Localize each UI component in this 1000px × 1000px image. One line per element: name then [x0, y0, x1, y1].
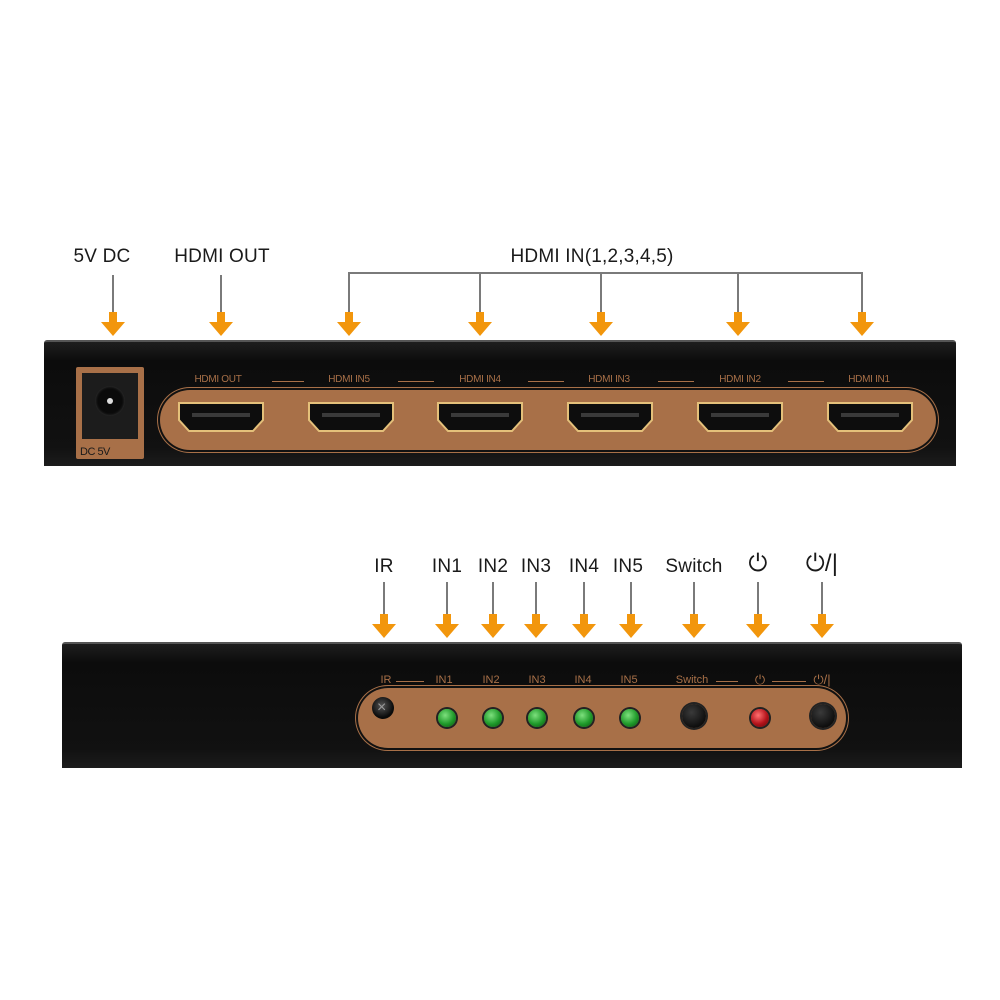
callout-in4: IN4	[568, 556, 600, 577]
strip-label-ir: IR	[380, 674, 392, 686]
leader-line	[583, 582, 585, 618]
led-in2	[484, 709, 502, 727]
strip-label-switch: Switch	[675, 674, 709, 686]
hdmi-port-icon	[178, 402, 264, 432]
arrow-down-icon	[481, 614, 505, 638]
arrow-down-icon	[726, 312, 750, 336]
arrow-down-icon	[619, 614, 643, 638]
hdmi-in1-port[interactable]	[825, 400, 915, 434]
arrow-down-icon	[746, 614, 770, 638]
leader-line	[693, 582, 695, 618]
arrow-down-icon	[372, 614, 396, 638]
hdmi-port-icon	[697, 402, 783, 432]
leader-line	[446, 582, 448, 618]
label-divider	[788, 381, 824, 382]
bracket-line	[348, 272, 862, 274]
label-divider	[658, 381, 694, 382]
leader-line	[383, 582, 385, 618]
label-divider	[396, 681, 424, 682]
leader-line	[861, 272, 863, 314]
callout-hdmi-out: HDMI OUT	[174, 246, 270, 267]
dc-power-plate: DC 5V	[76, 367, 144, 459]
leader-line	[348, 272, 350, 314]
strip-label-in2: IN2	[482, 674, 500, 686]
strip-label-in5: IN5	[620, 674, 638, 686]
arrow-down-icon	[810, 614, 834, 638]
led-in3	[528, 709, 546, 727]
leader-line	[821, 582, 823, 618]
label-divider	[272, 381, 304, 382]
led-in4	[575, 709, 593, 727]
leader-line	[535, 582, 537, 618]
leader-line	[737, 272, 739, 314]
dc-power-jack[interactable]	[95, 386, 125, 416]
leader-line	[220, 275, 222, 315]
indicator-strip	[358, 688, 846, 748]
port-label: HDMI IN5	[328, 374, 370, 385]
dc-jack-well	[82, 373, 138, 439]
callout-5v-dc: 5V DC	[73, 246, 131, 267]
callout-in3: IN3	[520, 556, 552, 577]
led-in1	[438, 709, 456, 727]
hdmi-port-icon	[827, 402, 913, 432]
arrow-down-icon	[468, 312, 492, 336]
port-label: HDMI OUT	[194, 374, 242, 385]
callout-ir: IR	[374, 556, 394, 577]
callout-switch: Switch	[665, 556, 723, 577]
hdmi-port-icon	[567, 402, 653, 432]
callout-power-icon: ⏻	[748, 550, 768, 577]
power-toggle-button[interactable]	[811, 704, 835, 728]
strip-label-in3: IN3	[528, 674, 546, 686]
switch-button[interactable]	[682, 704, 706, 728]
callout-in1: IN1	[431, 556, 463, 577]
led-power	[751, 709, 769, 727]
strip-label-in1: IN1	[435, 674, 453, 686]
label-divider	[772, 681, 806, 682]
arrow-down-icon	[589, 312, 613, 336]
leader-line	[757, 582, 759, 618]
dc-plate-label: DC 5V	[80, 446, 110, 458]
strip-label-power-toggle: ⏻/|	[813, 672, 831, 687]
hdmi-in5-port[interactable]	[306, 400, 396, 434]
arrow-down-icon	[572, 614, 596, 638]
callout-hdmi-in-group: HDMI IN(1,2,3,4,5)	[510, 246, 674, 267]
port-label: HDMI IN3	[588, 374, 630, 385]
port-label: HDMI IN1	[848, 374, 890, 385]
strip-label-in4: IN4	[574, 674, 592, 686]
led-in5	[621, 709, 639, 727]
hdmi-in4-port[interactable]	[435, 400, 525, 434]
hdmi-out-port[interactable]	[176, 400, 266, 434]
hdmi-port-icon	[308, 402, 394, 432]
leader-line	[492, 582, 494, 618]
hdmi-in2-port[interactable]	[695, 400, 785, 434]
arrow-down-icon	[337, 312, 361, 336]
callout-in2: IN2	[477, 556, 509, 577]
arrow-down-icon	[209, 312, 233, 336]
arrow-down-icon	[101, 312, 125, 336]
port-label: HDMI IN2	[719, 374, 761, 385]
leader-line	[479, 272, 481, 314]
leader-line	[600, 272, 602, 314]
arrow-down-icon	[524, 614, 548, 638]
arrow-down-icon	[682, 614, 706, 638]
dc-pin	[107, 398, 113, 404]
label-divider	[528, 381, 564, 382]
hdmi-port-icon	[437, 402, 523, 432]
port-label: HDMI IN4	[459, 374, 501, 385]
callout-in5: IN5	[612, 556, 644, 577]
hdmi-port-strip	[160, 390, 936, 450]
label-divider	[716, 681, 738, 682]
arrow-down-icon	[850, 312, 874, 336]
callout-power-toggle-icon: ⏻/|	[805, 550, 839, 577]
label-divider	[398, 381, 434, 382]
strip-label-power: ⏻	[754, 672, 766, 687]
leader-line	[112, 275, 114, 315]
hdmi-in3-port[interactable]	[565, 400, 655, 434]
arrow-down-icon	[435, 614, 459, 638]
leader-line	[630, 582, 632, 618]
ir-receiver	[372, 697, 394, 719]
